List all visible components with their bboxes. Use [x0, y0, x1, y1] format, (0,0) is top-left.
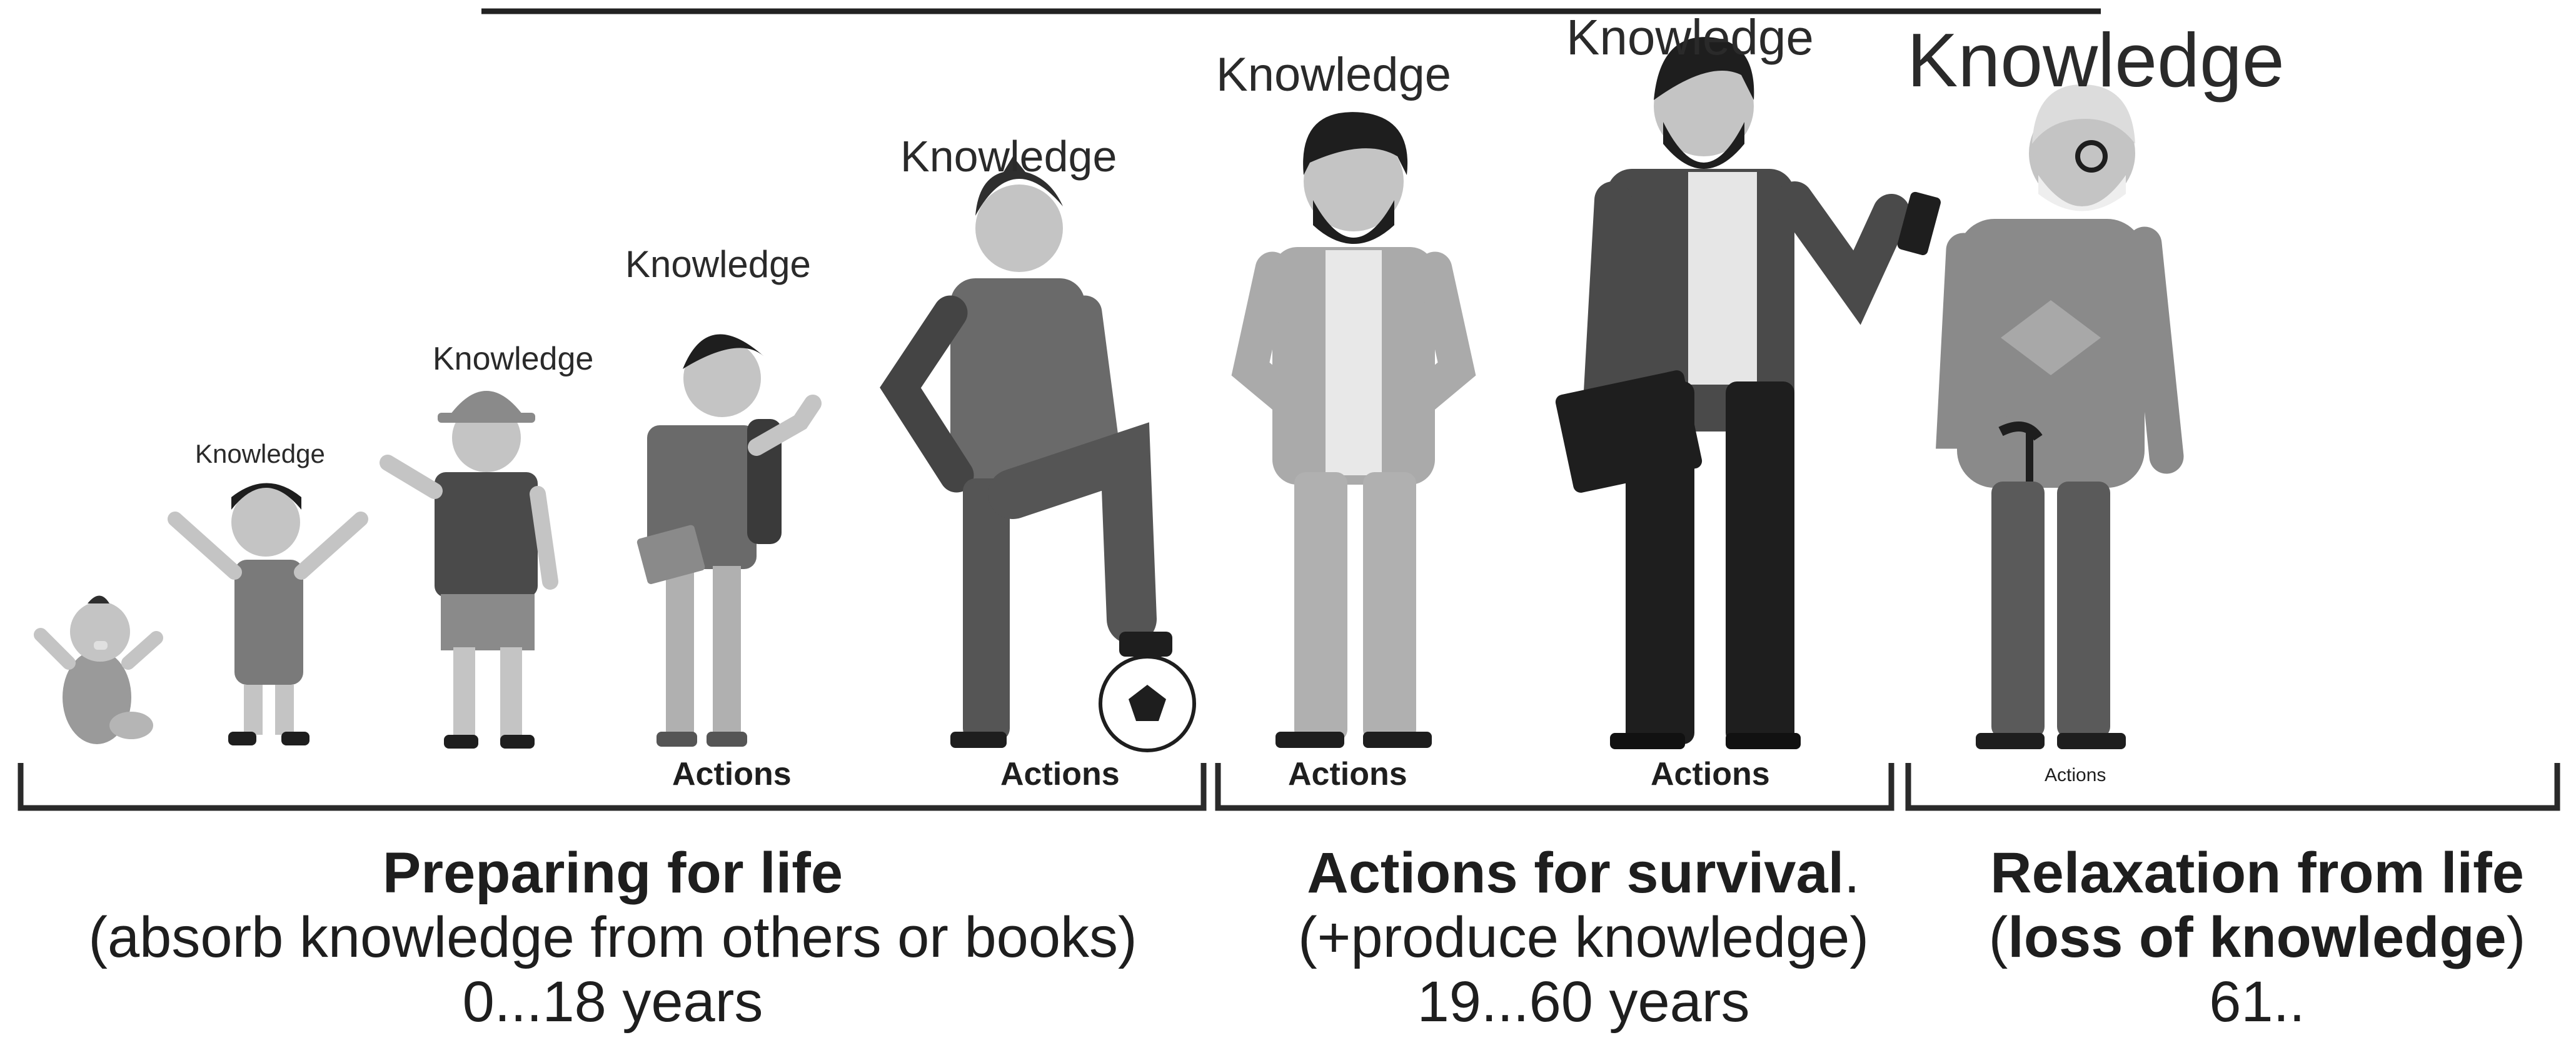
child-hat-figure	[380, 391, 558, 749]
actions-label-4: Actions	[1651, 756, 1770, 792]
knowledge-label-6: Knowledge	[1566, 9, 1814, 65]
actions-label-1: Actions	[672, 756, 792, 792]
actions-label-3: Actions	[1288, 756, 1407, 792]
stage-title-preparing: Preparing for life	[382, 841, 843, 905]
toddler-figure	[168, 483, 368, 745]
stage-detail-preparing: (absorb knowledge from others or books)	[88, 906, 1137, 970]
stage-years-relaxation: 61..	[2209, 970, 2305, 1034]
stage-detail-open: (	[1988, 906, 2008, 970]
stage-title-suffix: .	[1844, 841, 1860, 905]
baby-figure	[34, 595, 163, 744]
old-man-figure	[1936, 84, 2184, 749]
teen-figure	[880, 156, 1196, 752]
stage-caption-preparing: Preparing for life (absorb knowledge fro…	[0, 841, 1225, 1034]
stage-caption-relaxation: Relaxation from life (loss of knowledge)…	[1938, 841, 2576, 1034]
knowledge-label-5: Knowledge	[1216, 48, 1452, 101]
businessman-figure	[1555, 37, 1941, 749]
stage-title-survival: Actions for survival	[1307, 841, 1844, 905]
bracket-preparing	[18, 763, 1207, 811]
schoolboy-figure	[636, 334, 822, 747]
stage-detail-relaxation: loss of knowledge	[2008, 906, 2507, 970]
bracket-relaxation	[1905, 763, 2560, 811]
knowledge-label-1: Knowledge	[195, 439, 325, 468]
stage-years-preparing: 0...18 years	[462, 970, 763, 1034]
stage-detail-survival: (+produce knowledge)	[1298, 906, 1869, 970]
knowledge-label-4: Knowledge	[900, 132, 1117, 181]
actions-label-5: Actions	[2045, 765, 2106, 785]
bracket-survival	[1215, 763, 1894, 811]
actions-label-2: Actions	[1000, 756, 1120, 792]
stage-caption-survival: Actions for survival. (+produce knowledg…	[1241, 841, 1926, 1034]
stage-title-relaxation: Relaxation from life	[1990, 841, 2524, 905]
knowledge-label-2: Knowledge	[433, 341, 594, 377]
knowledge-label-7: Knowledge	[1907, 18, 2285, 103]
stage-years-survival: 19...60 years	[1417, 970, 1750, 1034]
knowledge-label-3: Knowledge	[625, 243, 811, 285]
stage-detail-close: )	[2506, 906, 2526, 970]
bearded-man-figure	[1231, 112, 1476, 748]
